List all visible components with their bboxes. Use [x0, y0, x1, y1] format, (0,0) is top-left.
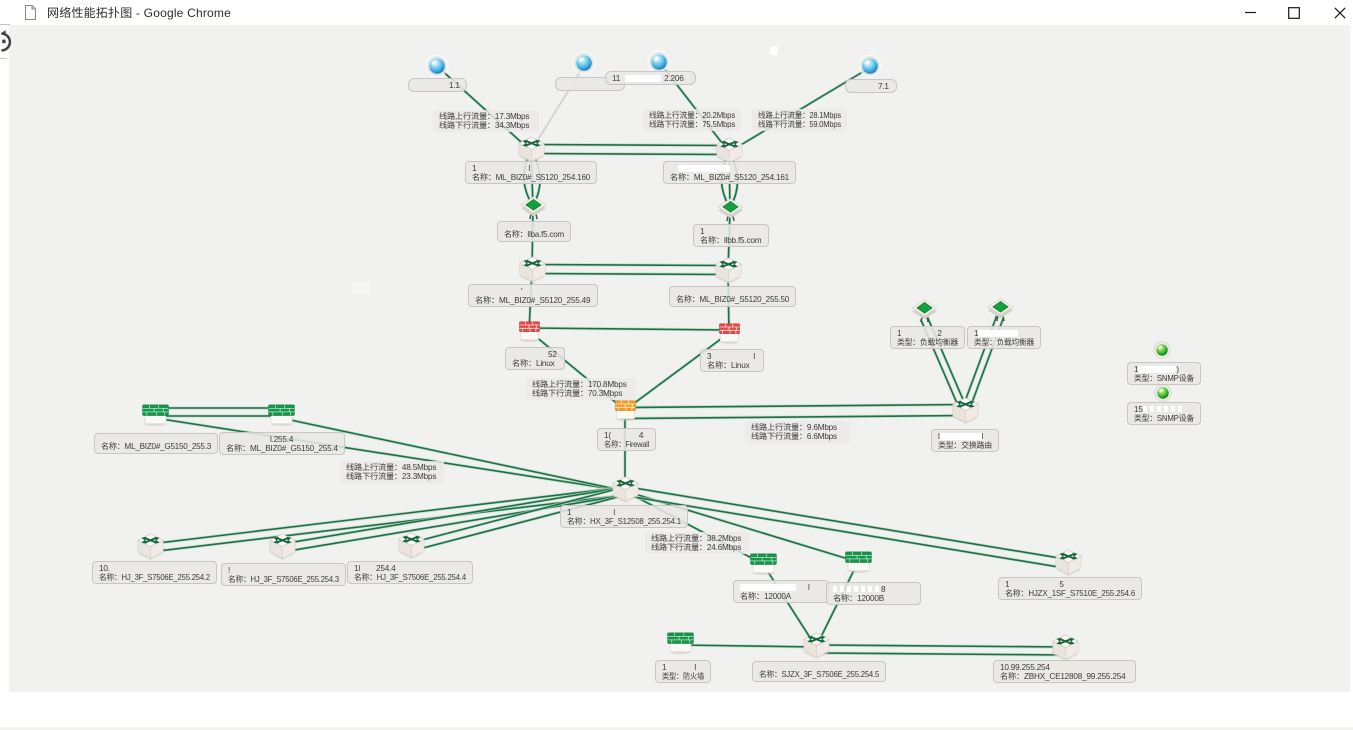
node-snmp2[interactable] [1153, 383, 1173, 403]
node-hj3[interactable] [267, 533, 298, 561]
node-lbd2[interactable] [986, 297, 1014, 322]
close-button[interactable] [1323, 0, 1353, 25]
node-r12b[interactable] [844, 551, 873, 573]
node-lbd1[interactable] [910, 298, 938, 323]
node-sw50[interactable] [713, 257, 744, 285]
left-gutter [0, 25, 9, 692]
label-hj2: 10.名称：HJ_3F_S7506E_255.254.2 [92, 561, 217, 585]
node-zbhx[interactable] [1050, 634, 1081, 662]
label-g51503: 名称：ML_BIZ0#_G5150_255.3 [94, 433, 218, 454]
node-g1[interactable] [423, 52, 451, 80]
window-titlebar: 网络性能拓扑图 - Google Chrome [0, 0, 1353, 25]
node-sw161[interactable] [714, 137, 745, 165]
node-hj4[interactable] [396, 532, 427, 560]
node-g4[interactable] [856, 52, 884, 80]
node-r12a[interactable] [749, 553, 778, 575]
node-lx1[interactable] [518, 320, 541, 342]
minimize-button[interactable] [1233, 0, 1267, 25]
node-hub[interactable] [610, 476, 641, 504]
node-swr[interactable] [950, 397, 981, 425]
node-g51504[interactable] [267, 404, 296, 426]
bottom-edge [0, 727, 1353, 730]
node-g51503[interactable] [141, 404, 170, 426]
node-lx2[interactable] [718, 322, 741, 344]
label-sjzx: 名称：SJZX_3F_S7506E_255.254.5 [752, 661, 886, 682]
node-fwg[interactable] [666, 632, 695, 654]
node-sjzx[interactable] [801, 632, 832, 660]
label-lba: 名称：llba.f5.com [497, 221, 571, 242]
clipped-refresh-button[interactable] [0, 24, 12, 64]
label-sw50: 名称：ML_BIZ0#_S5120_255.50 [669, 286, 796, 307]
label-sw49: '名称：ML_BIZ0#_S5120_255.49 [468, 284, 598, 308]
node-g3[interactable] [645, 48, 673, 76]
node-sw160[interactable] [516, 136, 547, 164]
node-hjzx[interactable] [1053, 549, 1084, 577]
label-snmp1: 1)类型：SNMP设备 [1127, 362, 1201, 386]
node-snmp1[interactable] [1152, 340, 1172, 360]
window-title: 网络性能拓扑图 - Google Chrome [47, 4, 231, 21]
node-sw49[interactable] [517, 256, 548, 284]
label-hj3: !名称：HJ_3F_S7506E_255.254.3 [221, 563, 346, 587]
bottom-gutter [0, 692, 1353, 727]
node-hj2[interactable] [135, 533, 166, 561]
node-fw1[interactable] [614, 399, 637, 421]
maximize-button[interactable] [1277, 0, 1311, 25]
node-lba[interactable] [519, 195, 547, 220]
document-icon [25, 5, 36, 20]
node-g2[interactable] [570, 49, 598, 77]
node-lbb[interactable] [716, 197, 744, 222]
label-g4: 7.1 [845, 79, 897, 94]
label-g1: 1.1 [408, 78, 467, 93]
label-sw161: 名称：ML_BIZ0#_S5120_254.161 [663, 161, 796, 185]
